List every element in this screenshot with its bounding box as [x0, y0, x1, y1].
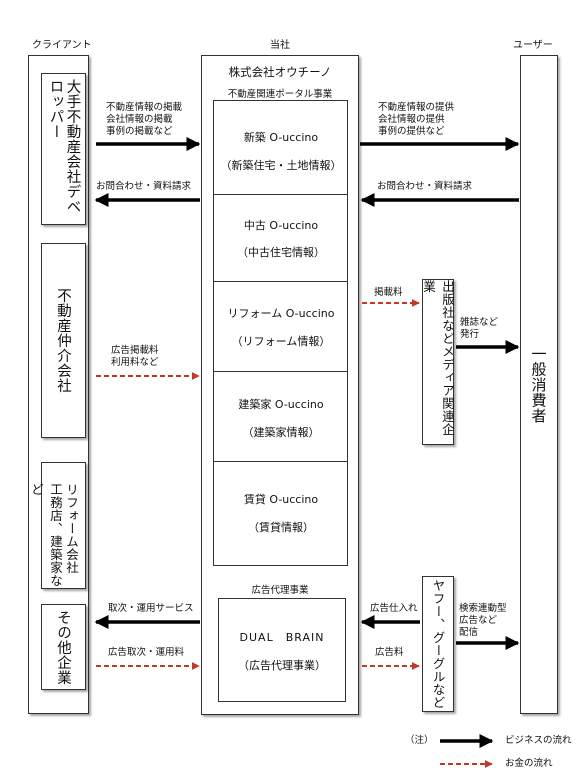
dual-brain-name: DUAL BRAIN — [239, 631, 325, 644]
divider — [214, 194, 347, 195]
label-inquiry-left: お問合わせ・資料請求 — [96, 181, 192, 192]
client-other-box: その他企業 — [41, 604, 86, 690]
search-engine-box: ヤフー、グーグルなど — [422, 576, 454, 712]
header-company: 当社 — [270, 40, 290, 51]
client-broker-label: 不動産仲介会社 — [55, 288, 71, 393]
label-ad-fee-left: 広告取次・運用料 — [108, 647, 185, 658]
company-name: 株式会社オウチーノ — [228, 65, 332, 79]
label-magazine: 雑誌など 発行 — [460, 317, 499, 340]
divider — [214, 371, 347, 372]
dual-brain-box: DUAL BRAIN （広告代理事業） — [218, 598, 346, 702]
client-developer-label: 大手不動産会社デベロッパー — [47, 79, 81, 214]
service-sub: （新築住宅・土地情報） — [220, 159, 342, 172]
client-broker-box: 不動産仲介会社 — [41, 243, 86, 438]
service-rental: 賃貸 O-uccino （賃貸情報） — [214, 461, 348, 567]
label-dev-to-co: 不動産情報の掲載 会社情報の掲載 事例の掲載など — [106, 102, 183, 137]
service-name: リフォーム O-uccino — [227, 307, 335, 320]
label-broker-fee: 広告掲載料 利用料など — [111, 345, 159, 368]
divider — [214, 281, 347, 282]
client-reform-label-2: 工務店、建築家など — [29, 483, 63, 587]
label-search-ads: 検索連動型 広告など 配信 — [459, 603, 507, 638]
service-sub: （中古住宅情報） — [237, 246, 325, 259]
label-fee-listing: 掲載料 — [374, 287, 403, 298]
label-agency-service: 取次・運用サービス — [108, 603, 194, 614]
service-name: 建築家 O-uccino — [238, 398, 324, 411]
dual-brain-sub: （広告代理事業） — [238, 659, 326, 672]
legend-money-label: お金の流れ — [505, 758, 553, 769]
label-ad-fee-right: 広告料 — [375, 647, 404, 658]
service-chuko: 中古 O-uccino （中古住宅情報） — [214, 194, 348, 281]
label-inquiry-right: お問合わせ・資料請求 — [377, 181, 473, 192]
service-name: 中古 O-uccino — [243, 219, 319, 232]
header-client: クライアント — [32, 40, 92, 51]
client-developer-box: 大手不動産会社デベロッパー — [41, 73, 86, 225]
portal-services-box: 新築 O-uccino （新築住宅・土地情報） 中古 O-uccino （中古住… — [213, 100, 348, 566]
publisher-label: 出版社などメディア関連企業 — [421, 280, 455, 436]
client-reform-box: リフォーム会社 工務店、建築家など — [29, 462, 86, 589]
label-ad-purchase: 広告仕入れ — [370, 603, 418, 614]
service-reform: リフォーム O-uccino （リフォーム情報） — [214, 281, 348, 371]
service-name: 賃貸 O-uccino — [243, 493, 319, 506]
service-sub: （賃貸情報） — [248, 521, 314, 534]
search-engine-label: ヤフー、グーグルなど — [430, 579, 446, 709]
service-sub: （建築家情報） — [242, 426, 320, 439]
client-other-label: その他企業 — [55, 609, 71, 685]
label-co-to-user: 不動産情報の提供 会社情報の提供 事例の提供など — [378, 102, 455, 137]
legend-business-label: ビジネスの流れ — [505, 735, 572, 746]
service-name: 新築 O-uccino — [243, 131, 319, 144]
divider — [214, 461, 347, 462]
header-user: ユーザー — [513, 40, 553, 51]
legend-note: （注） — [405, 735, 434, 746]
consumer-column: 一般消費者 — [520, 55, 558, 714]
service-shinchiku: 新築 O-uccino （新築住宅・土地情報） — [214, 101, 348, 194]
consumer-label: 一般消費者 — [529, 345, 548, 424]
client-reform-label-1: リフォーム会社 — [64, 483, 79, 574]
service-sub: （リフォーム情報） — [231, 335, 331, 348]
portal-section-title: 不動産関連ポータル事業 — [227, 89, 333, 100]
publisher-box: 出版社などメディア関連企業 — [421, 279, 455, 445]
service-architect: 建築家 O-uccino （建築家情報） — [214, 371, 348, 461]
ad-section-title: 広告代理事業 — [251, 585, 309, 596]
